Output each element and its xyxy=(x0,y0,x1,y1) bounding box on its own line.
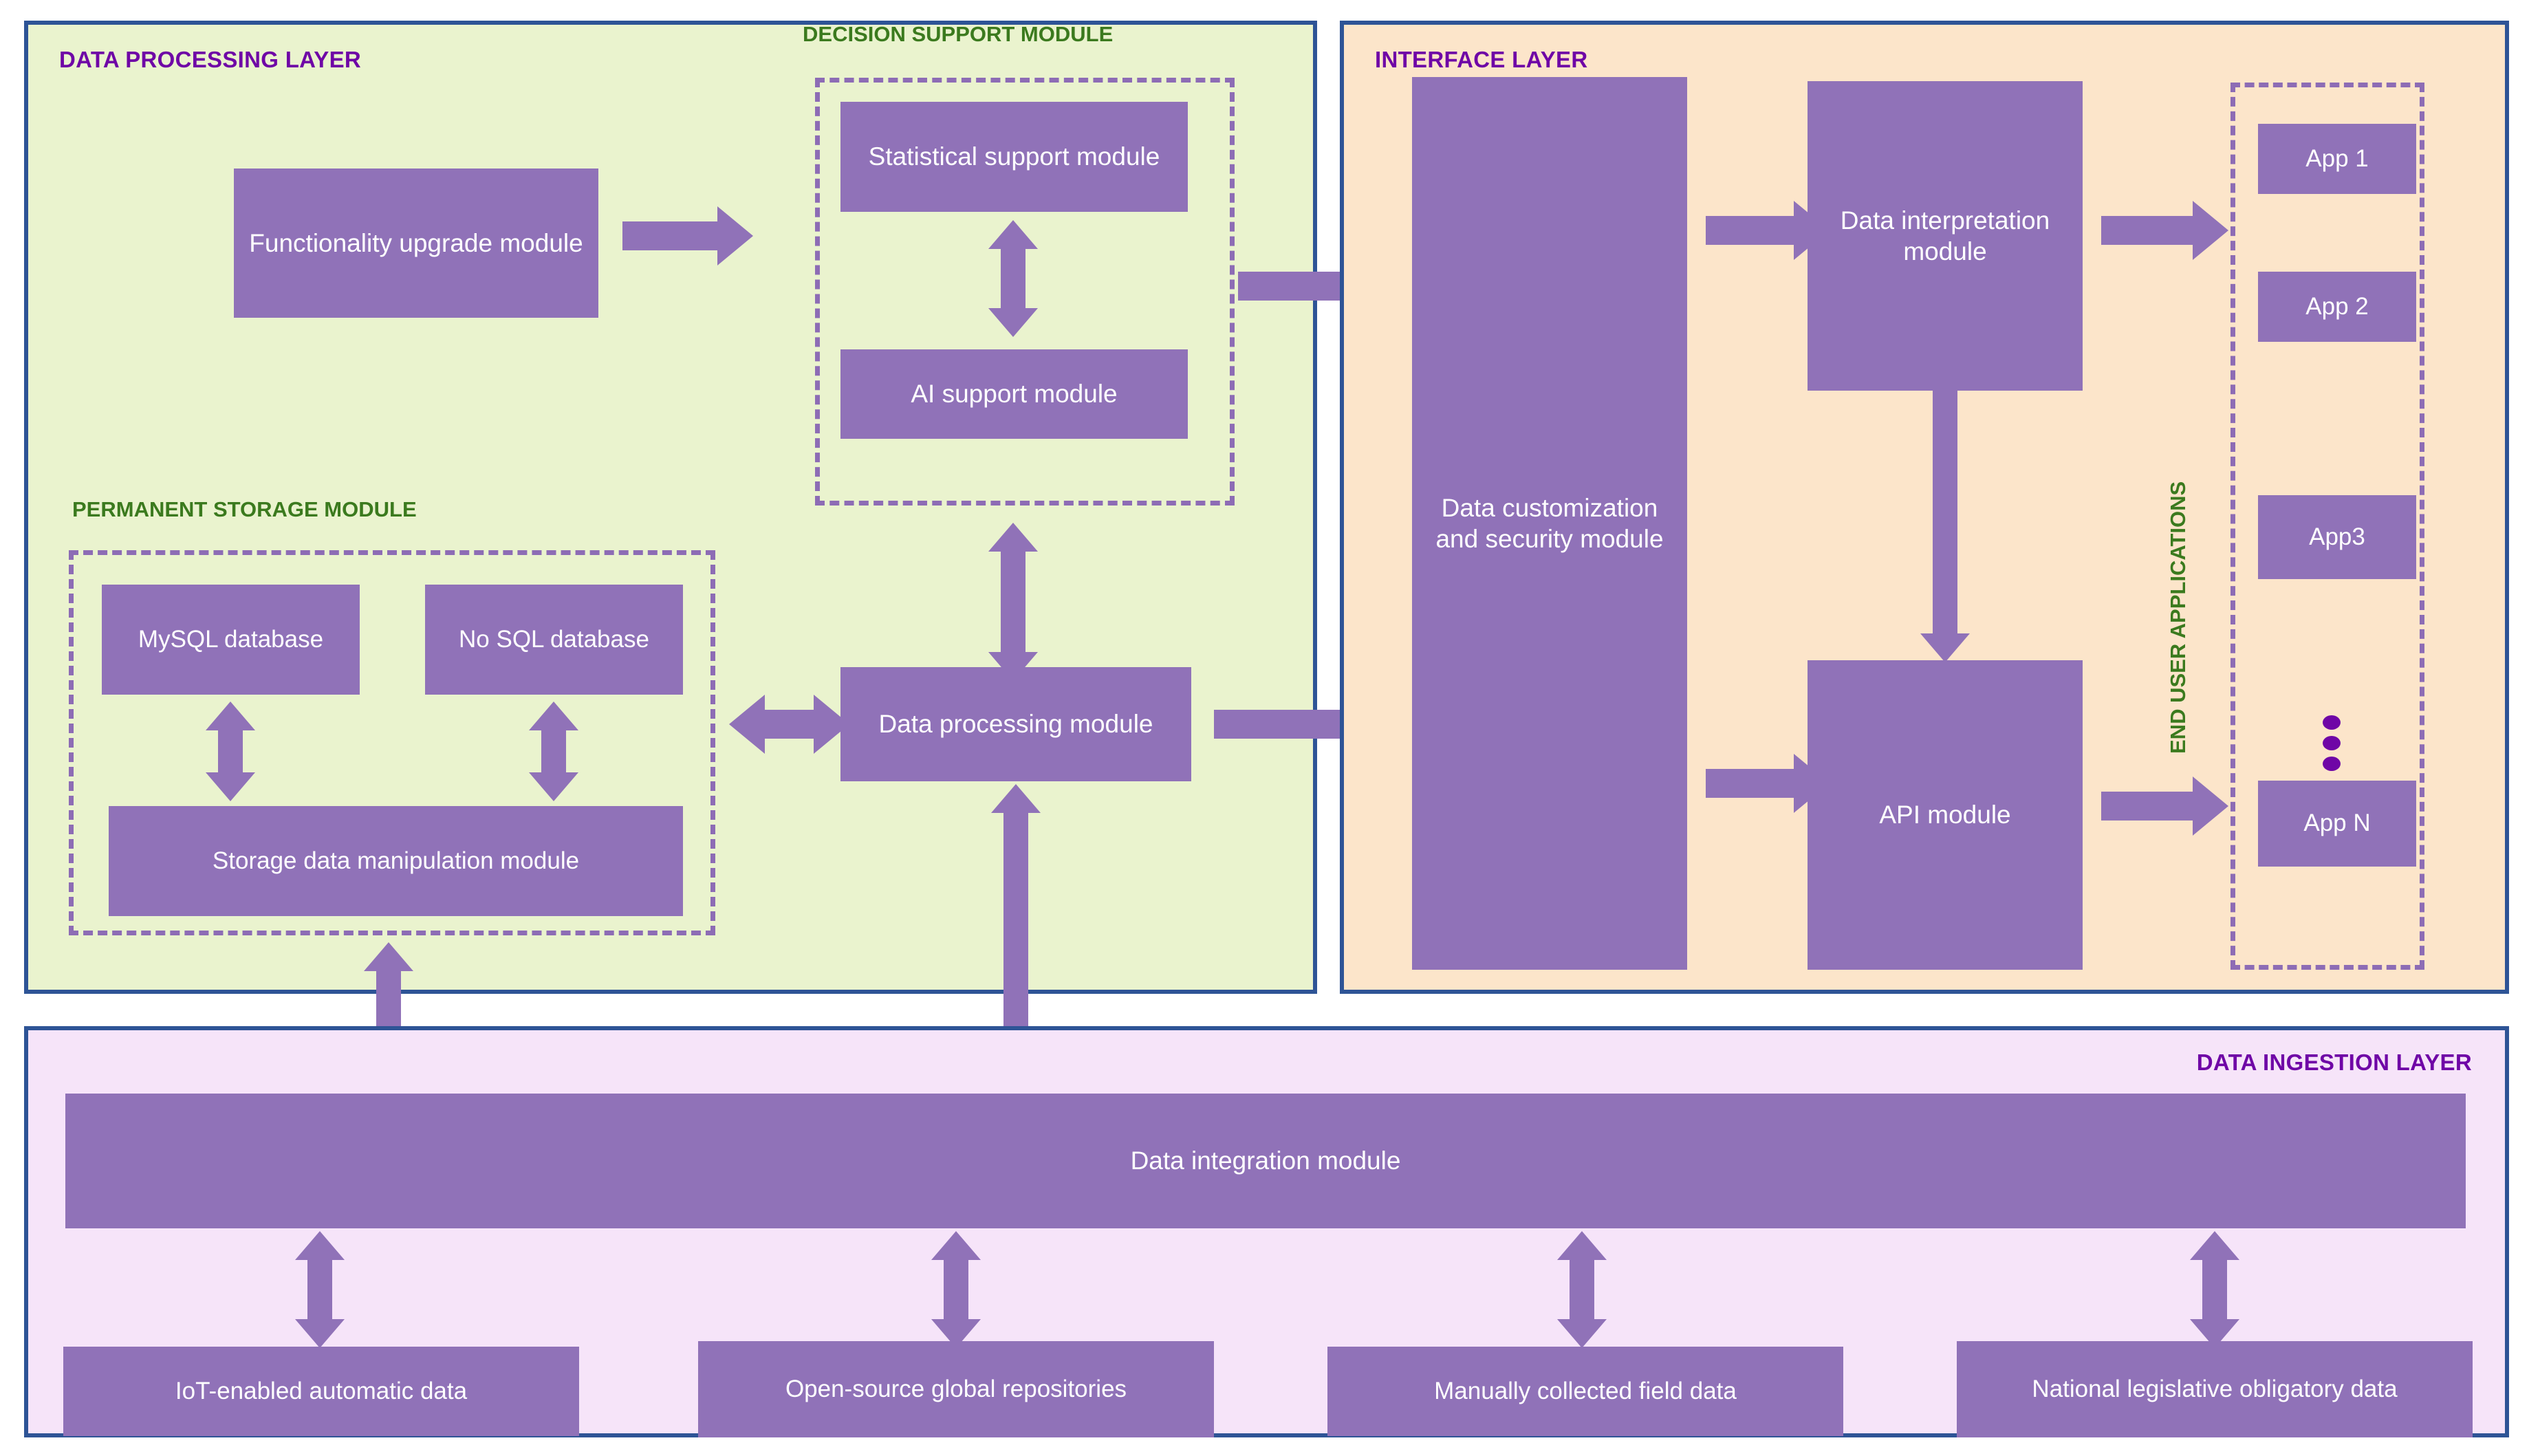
apps-ellipsis-icon xyxy=(2323,715,2341,771)
module-statistical-support[interactable]: Statistical support module xyxy=(840,102,1188,212)
interface-layer-title: INTERFACE LAYER xyxy=(1375,47,1588,72)
module-data-processing[interactable]: Data processing module xyxy=(840,667,1191,781)
module-data-integration[interactable]: Data integration module xyxy=(65,1094,2466,1228)
module-functionality-upgrade[interactable]: Functionality upgrade module xyxy=(234,169,598,318)
module-ai-support[interactable]: AI support module xyxy=(840,349,1188,439)
end-user-applications-title: END USER APPLICATIONS xyxy=(2166,481,2190,754)
source-box-legislative[interactable]: National legislative obligatory data xyxy=(1957,1341,2473,1437)
arrow-integration-to-opensource-source xyxy=(925,1231,987,1348)
permanent-storage-module-title: PERMANENT STORAGE MODULE xyxy=(72,497,417,521)
arrow-functionality-to-decision-support xyxy=(622,206,753,265)
data-processing-layer-title: DATA PROCESSING LAYER xyxy=(59,47,362,72)
arrow-mysql-storage-manipulation xyxy=(199,702,261,801)
decision-support-module-title: DECISION SUPPORT MODULE xyxy=(803,22,1114,46)
module-nosql-database[interactable]: No SQL database xyxy=(425,585,683,695)
module-storage-data-manipulation[interactable]: Storage data manipulation module xyxy=(109,806,683,916)
arrow-nosql-storage-manipulation xyxy=(523,702,585,801)
module-data-customization-security[interactable]: Data customization and security module xyxy=(1412,77,1687,970)
end-user-applications-group xyxy=(2230,83,2424,970)
data-ingestion-layer-title: DATA INGESTION LAYER xyxy=(2196,1050,2472,1075)
app-box-3[interactable]: App3 xyxy=(2258,495,2416,579)
module-mysql-database[interactable]: MySQL database xyxy=(102,585,360,695)
module-api[interactable]: API module xyxy=(1808,660,2083,970)
arrow-data-processing-to-decision-support xyxy=(982,523,1044,681)
arrow-storage-to-data-processing xyxy=(729,693,849,755)
arrow-integration-to-iot-source xyxy=(289,1231,351,1348)
app-box-n[interactable]: App N xyxy=(2258,781,2416,867)
arrow-integration-to-manual-source xyxy=(1551,1231,1613,1348)
permanent-storage-module-group xyxy=(69,550,715,935)
decision-support-module-group xyxy=(815,78,1235,506)
arrow-api-to-apps xyxy=(2101,776,2228,836)
arrow-interpretation-to-apps xyxy=(2101,201,2228,260)
source-box-opensource[interactable]: Open-source global repositories xyxy=(698,1341,1214,1437)
arrow-integration-to-legislative-source xyxy=(2184,1231,2246,1348)
app-box-1[interactable]: App 1 xyxy=(2258,124,2416,194)
module-data-interpretation[interactable]: Data interpretation module xyxy=(1808,81,2083,391)
arrow-interpretation-to-api xyxy=(1914,391,1976,662)
source-box-manual[interactable]: Manually collected field data xyxy=(1327,1347,1843,1436)
arrow-statistical-ai-bidirectional xyxy=(982,220,1044,337)
source-box-iot[interactable]: IoT-enabled automatic data xyxy=(63,1347,579,1436)
app-box-2[interactable]: App 2 xyxy=(2258,272,2416,342)
